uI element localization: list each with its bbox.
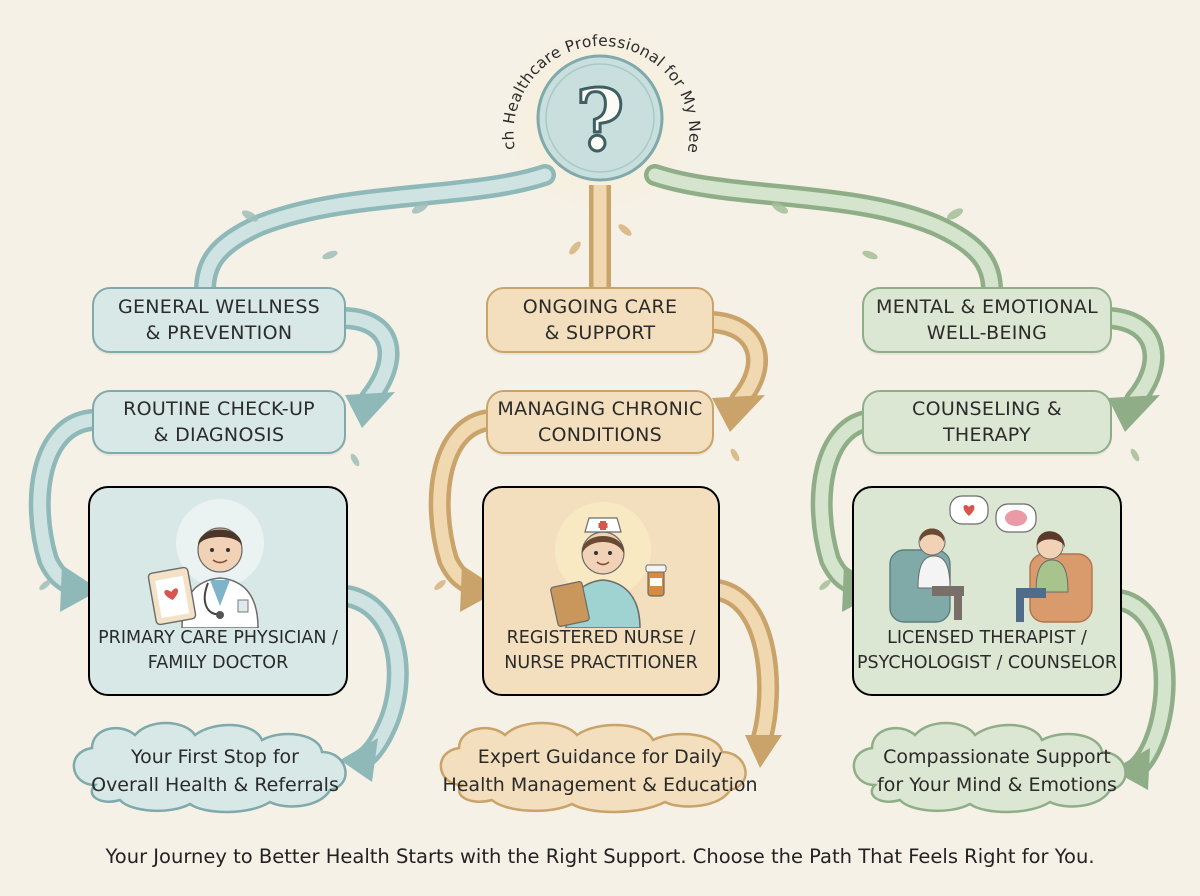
description-cloud-primary-care: Your First Stop for Overall Health & Ref… [91, 746, 339, 796]
footer-caption: Your Journey to Better Health Starts wit… [105, 845, 1095, 868]
nurse-with-medication-icon [550, 502, 667, 628]
question-mark-icon: ? [574, 69, 626, 171]
professional-name: Registered Nurse / Nurse Practitioner [504, 628, 698, 673]
need-box-mental-emotional: Mental & Emotional Well-Being [862, 287, 1112, 353]
professional-name: Primary Care Physician / Family Doctor [98, 628, 338, 673]
situation-box-chronic-conditions: Managing Chronic Conditions [486, 390, 714, 454]
need-box-ongoing-care: Ongoing Care & Support [486, 287, 714, 353]
description-cloud-therapist: Compassionate Support for Your Mind & Em… [877, 746, 1117, 796]
cloud-shapes [72, 721, 1127, 814]
situation-box-counseling: Counseling & Therapy [862, 390, 1112, 454]
professional-card-therapist: Licensed Therapist / Psychologist / Coun… [852, 486, 1122, 696]
professional-card-nurse: Registered Nurse / Nurse Practitioner [482, 486, 720, 696]
leaf-decoration [39, 202, 429, 591]
therapy-session-icon [889, 495, 1093, 623]
description-cloud-nurse: Expert Guidance for Daily Health Managem… [442, 746, 758, 796]
professional-card-primary-care: Primary Care Physician / Family Doctor [88, 486, 348, 696]
situation-box-routine-checkup: Routine Check-Up & Diagnosis [92, 390, 346, 454]
need-box-general-wellness: General Wellness & Prevention [92, 287, 346, 353]
center-circle [536, 54, 664, 182]
professional-name: Licensed Therapist / Psychologist / Coun… [856, 628, 1118, 673]
doctor-with-clipboard-icon [147, 499, 264, 628]
